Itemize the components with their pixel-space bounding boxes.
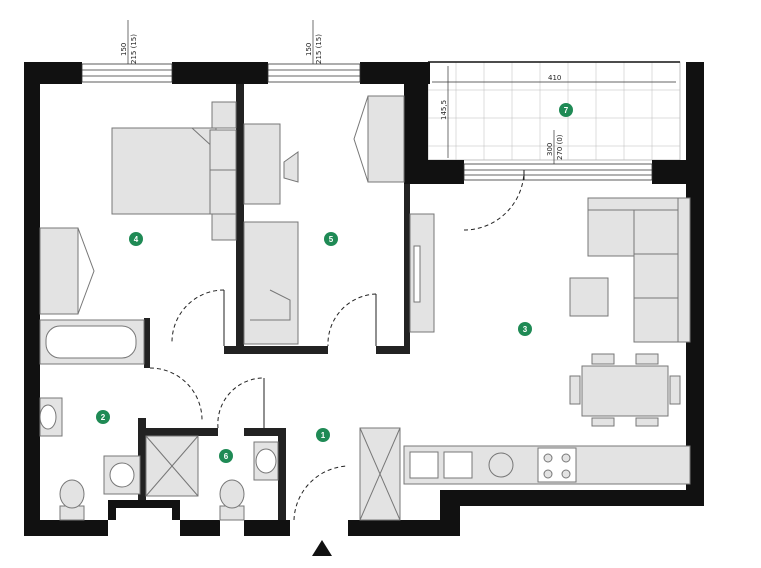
balcony-door-sill-label: 270 (0): [556, 134, 564, 160]
room-number-6: 6: [224, 452, 229, 461]
window-icon: [81, 63, 653, 181]
balcony-width-label: 410: [548, 74, 561, 82]
room-marker-2: 2: [96, 410, 110, 424]
balcony-door-height-label: 300: [546, 143, 554, 156]
room-marker-3: 3: [518, 322, 532, 336]
room-marker-5: 5: [324, 232, 338, 246]
sink-icon: [39, 397, 63, 437]
room-marker-6: 6: [219, 449, 233, 463]
shower-icon: [145, 435, 199, 497]
window1-sill-label: 150: [120, 43, 128, 56]
door-swing-icon: [149, 169, 525, 521]
cooktop-icon: [537, 447, 577, 483]
dining-table-icon: [569, 353, 681, 427]
bed-icon: [111, 101, 237, 241]
room-marker-1: 1: [316, 428, 330, 442]
room-markers: 1 2 3 4 5 6 7: [96, 103, 573, 463]
room-marker-7: 7: [559, 103, 573, 117]
room-number-5: 5: [329, 235, 334, 244]
room-marker-4: 4: [129, 232, 143, 246]
sofa-icon: [587, 197, 691, 343]
window2-sill-label: 150: [305, 43, 313, 56]
furniture: [39, 95, 691, 521]
wardrobe-icon: [39, 227, 95, 315]
washing-machine-icon: [103, 455, 141, 495]
exterior-walls: [24, 62, 704, 536]
dimension-labels: 150 215 (15) 150 215 (15) 410 145,5 300 …: [120, 20, 676, 164]
room-number-1: 1: [321, 431, 326, 440]
room-number-2: 2: [101, 413, 106, 422]
bathtub-icon: [39, 319, 145, 365]
room-number-3: 3: [523, 325, 528, 334]
room-number-4: 4: [134, 235, 139, 244]
room-number-7: 7: [564, 106, 569, 115]
window1-height-label: 215 (15): [130, 34, 138, 64]
entrance-arrow-icon: [312, 540, 332, 556]
window2-height-label: 215 (15): [315, 34, 323, 64]
balcony-depth-label: 145,5: [440, 100, 448, 120]
toilet-icon: [59, 479, 85, 521]
